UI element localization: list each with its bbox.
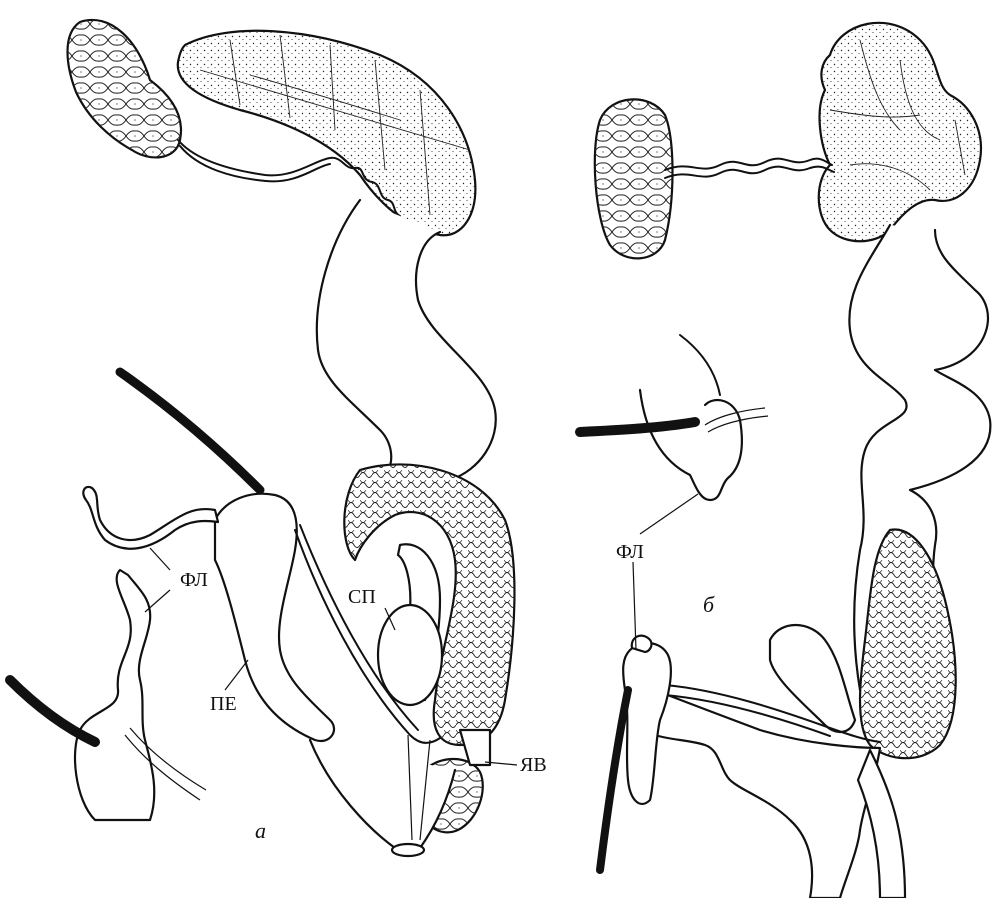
flagellum-inset-a xyxy=(75,570,154,820)
leader-pe xyxy=(225,660,248,690)
retractor-muscle-b xyxy=(600,690,628,870)
leader-fl-b-2 xyxy=(633,562,636,650)
panel-b xyxy=(580,23,990,898)
atrium-a xyxy=(310,740,455,848)
spermatheca-a xyxy=(378,605,442,705)
genital-pore-a xyxy=(392,844,424,856)
leader-fl-b-1 xyxy=(640,494,698,534)
leader-fl-a-1 xyxy=(150,548,170,570)
panel-a xyxy=(10,20,514,856)
gland-large-a-texture xyxy=(178,31,476,235)
duct-coil-a-inner xyxy=(180,146,330,181)
flagellum-a xyxy=(83,487,218,549)
retractor-muscle-a xyxy=(120,372,260,490)
label-yav: ЯВ xyxy=(520,754,547,776)
oviduct-a xyxy=(317,200,496,480)
flagellum-stub-b xyxy=(632,636,652,652)
spermatheca-b xyxy=(770,625,855,732)
lower-tube-b xyxy=(858,750,905,898)
gland-small-b-texture xyxy=(595,99,673,258)
label-fl-a: ФЛ xyxy=(180,569,208,591)
retractor-muscle-inset-a xyxy=(10,680,95,742)
gland-large-b-texture xyxy=(819,23,981,241)
inset-line-b xyxy=(680,335,720,395)
label-sp: СП xyxy=(348,586,376,608)
panel-label-a: а xyxy=(255,818,266,843)
gland-small-a-texture xyxy=(68,20,181,157)
leader-fl-a-2 xyxy=(145,590,170,612)
duct-wavy-b-2 xyxy=(665,167,834,178)
inset-penis-b xyxy=(640,390,742,500)
label-pe: ПЕ xyxy=(210,693,237,715)
panel-label-b: б xyxy=(703,592,715,617)
label-fl-b: ФЛ xyxy=(616,541,644,563)
